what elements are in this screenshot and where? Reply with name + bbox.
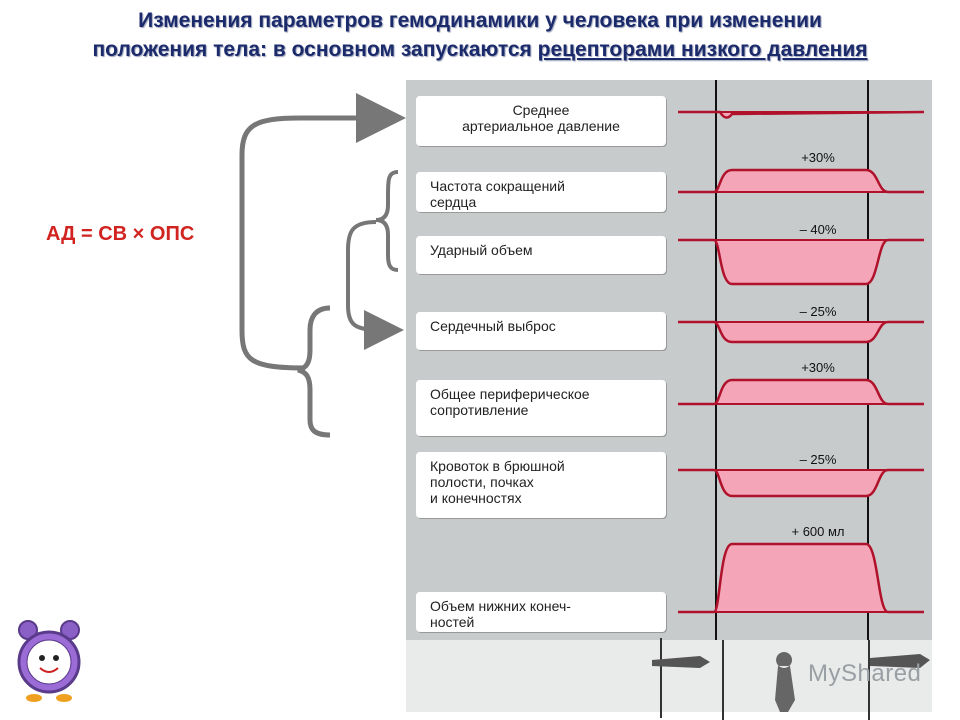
row-label-line: Объем нижних конеч-: [430, 598, 571, 614]
change-label-2: +30%: [801, 150, 835, 165]
row-label-line: полости, почках: [430, 474, 534, 490]
co-arrow: [346, 220, 404, 350]
alarm-clock-icon: [17, 620, 81, 702]
curve-2: [678, 168, 924, 194]
change-label-4: – 25%: [800, 304, 837, 319]
curve-5: [678, 378, 924, 406]
curve-fill-2: [678, 170, 924, 192]
change-label-5: +30%: [801, 360, 835, 375]
lying-figure-right: [870, 654, 930, 668]
title-line-2-underlined: рецепторами низкого давления: [537, 38, 868, 61]
change-label-6: – 25%: [800, 452, 837, 467]
row-label-line: Общее периферическое: [430, 386, 590, 402]
row-label-line: Кровоток в брюшной: [430, 458, 565, 474]
posture-strip: [406, 640, 932, 712]
row-label-3: Ударный объем: [416, 236, 666, 274]
row-label-line: артериальное давление: [462, 118, 620, 134]
change-label-7: + 600 мл: [791, 524, 844, 539]
curve-4: [678, 320, 924, 344]
row-label-line: сердца: [430, 194, 477, 210]
row-label-line: сопротивление: [430, 402, 529, 418]
row-label-line: Сердечный выброс: [430, 318, 556, 334]
curve-1: [678, 110, 925, 119]
map-arrow: [239, 93, 406, 371]
co-tpr-brace: [297, 305, 331, 438]
title-line-2-plain: положения тела: в основном запускаются: [92, 38, 532, 61]
row-label-line: Ударный объем: [430, 242, 533, 258]
watermark-text: MyShared: [808, 660, 922, 687]
row-label-7: Объем нижних конеч-ностей: [416, 592, 666, 632]
bp-formula: АД = СВ × ОПС: [46, 223, 195, 245]
change-label-3: – 40%: [800, 222, 837, 237]
curve-fill-6: [678, 470, 924, 496]
row-label-line: ностей: [430, 614, 475, 630]
title-line-1: Изменения параметров гемодинамики у чело…: [138, 9, 822, 32]
slide-title: Изменения параметров гемодинамики у чело…: [0, 6, 960, 64]
tilted-figure: [775, 652, 795, 712]
curve-fill-7: [678, 544, 924, 612]
row-label-4: Сердечный выброс: [416, 312, 666, 350]
curve-7: [678, 542, 924, 614]
curve-fill-3: [678, 240, 924, 284]
row-label-line: и конечностях: [430, 490, 522, 506]
lying-figure-left: [652, 656, 710, 668]
row-label-line: Среднее: [512, 102, 570, 118]
title-line-2: положения тела: в основном запускаются р…: [0, 35, 960, 64]
curve-3: [678, 238, 924, 286]
curve-fill-4: [678, 322, 924, 342]
curve-6: [678, 468, 924, 498]
row-label-line: Частота сокращений: [430, 178, 565, 194]
curve-fill-5: [678, 380, 924, 404]
